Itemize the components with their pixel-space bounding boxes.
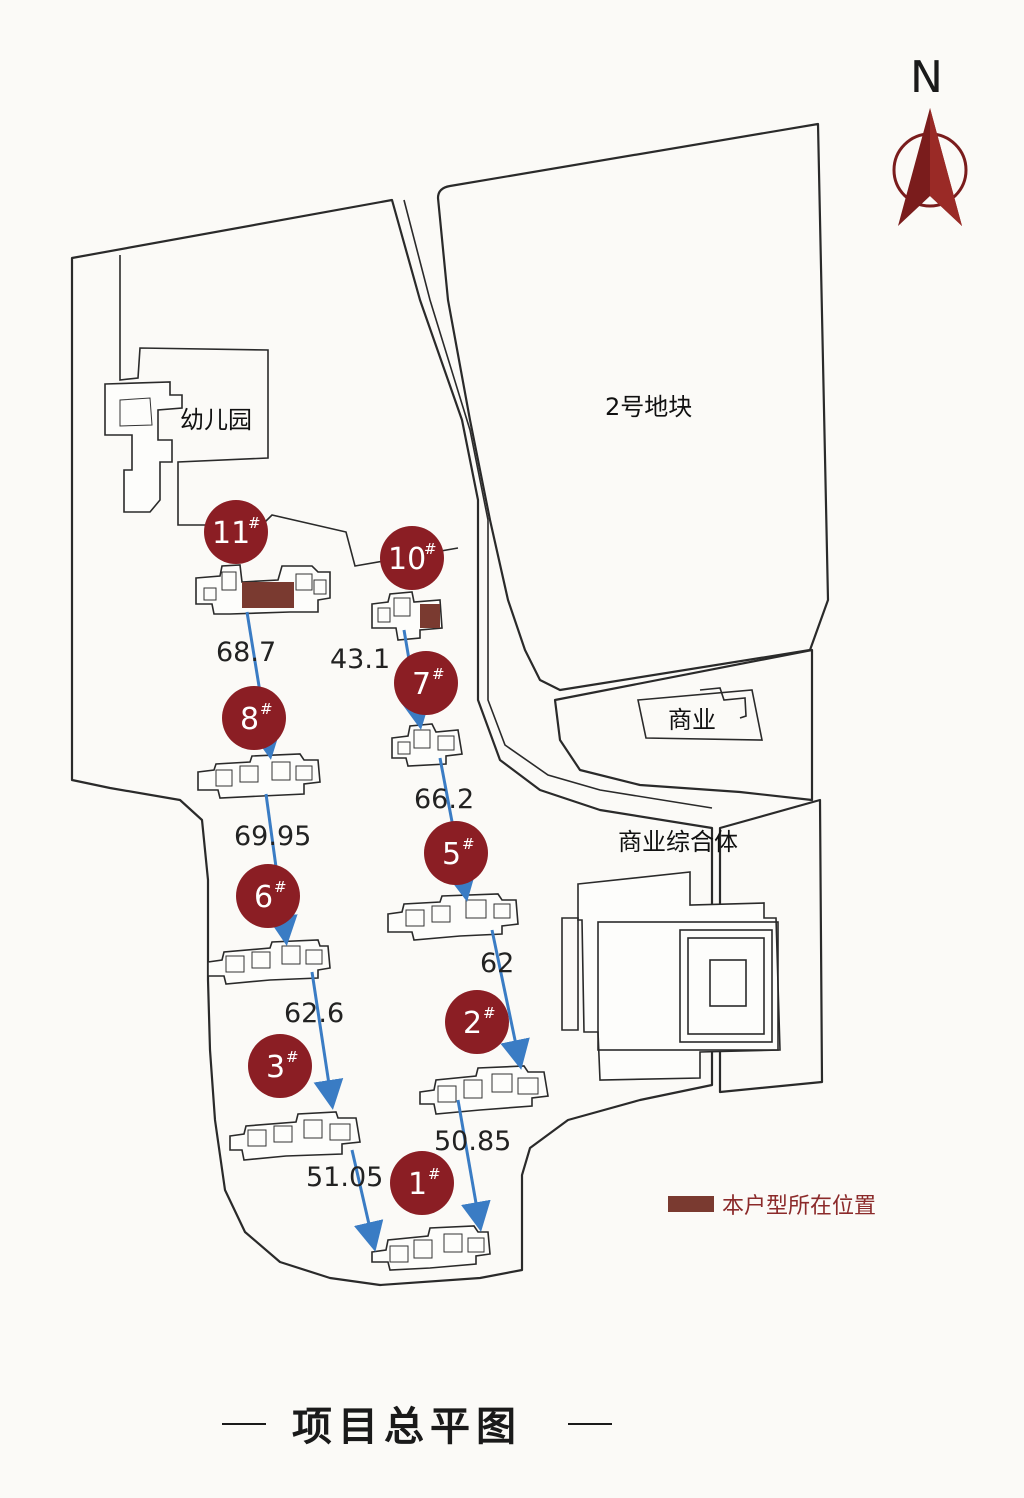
svg-text:#: # — [274, 878, 287, 896]
svg-text:7: 7 — [412, 667, 431, 702]
page-title: 项目总平图 — [292, 1404, 522, 1450]
building-5 — [387, 893, 519, 941]
svg-text:#: # — [260, 700, 273, 718]
svg-text:5: 5 — [442, 837, 461, 872]
svg-text:6: 6 — [254, 880, 273, 915]
building-2 — [419, 1065, 549, 1115]
distance-3-1: 51.05 — [306, 1162, 383, 1193]
legend-swatch — [668, 1196, 714, 1212]
distance-7-5: 66.2 — [414, 784, 474, 815]
building-3 — [229, 1111, 361, 1161]
badge-5: 5 # — [424, 821, 488, 885]
svg-text:#: # — [432, 665, 445, 683]
commercial-parcel: 商业 — [553, 648, 814, 802]
commercial-complex-parcel: 商业综合体 — [561, 798, 824, 1094]
svg-text:#: # — [483, 1004, 496, 1022]
kindergarten-label: 幼儿园 — [180, 406, 252, 434]
commercial-complex-label: 商业综合体 — [618, 828, 738, 856]
arrow-6-3 — [310, 971, 344, 1110]
building-badges: 11 # 10 # 8 # 7 # 6 # 5 # — [204, 500, 509, 1215]
commercial-label: 商业 — [668, 706, 716, 734]
badge-11: 11 # — [204, 500, 268, 564]
distance-11-8: 68.7 — [216, 637, 276, 668]
legend-label: 本户型所在位置 — [722, 1194, 876, 1219]
building-10 — [371, 591, 443, 641]
badge-2: 2 # — [445, 990, 509, 1054]
legend: 本户型所在位置 — [668, 1194, 876, 1219]
distance-labels: 68.7 43.1 69.95 66.2 62.6 62 51.05 50.85 — [216, 637, 514, 1193]
badge-1: 1 # — [390, 1151, 454, 1215]
distance-5-2: 62 — [480, 948, 514, 979]
site-boundary — [70, 198, 714, 1287]
arrow-2-1 — [456, 1099, 491, 1232]
north-compass: N — [892, 52, 968, 226]
plot2-parcel: 2号地块 — [436, 122, 830, 692]
svg-text:10: 10 — [388, 542, 426, 577]
building-11 — [195, 564, 331, 615]
unit-location-marker — [420, 604, 440, 628]
badge-3: 3 # — [248, 1034, 312, 1098]
badge-7: 7 # — [394, 651, 458, 715]
building-7 — [391, 723, 463, 767]
building-8 — [197, 753, 321, 799]
distance-2-1: 50.85 — [434, 1126, 511, 1157]
distance-8-6: 69.95 — [234, 821, 311, 852]
buildings-layer — [195, 564, 549, 1271]
badge-10: 10 # — [380, 526, 444, 590]
svg-text:#: # — [462, 835, 475, 853]
distance-10-7: 43.1 — [330, 644, 390, 675]
badge-8: 8 # — [222, 686, 286, 750]
distance-6-3: 62.6 — [284, 998, 344, 1029]
building-6 — [207, 939, 331, 985]
north-label: N — [910, 52, 943, 103]
svg-text:#: # — [428, 1165, 441, 1183]
badge-6: 6 # — [236, 864, 300, 928]
arrow-3-1 — [350, 1149, 384, 1252]
svg-text:1: 1 — [408, 1167, 427, 1202]
svg-text:2: 2 — [463, 1006, 482, 1041]
unit-location-marker — [242, 582, 294, 608]
svg-text:#: # — [424, 540, 437, 558]
svg-text:#: # — [248, 514, 261, 532]
svg-text:11: 11 — [212, 516, 250, 551]
svg-text:#: # — [286, 1048, 299, 1066]
plot2-label: 2号地块 — [605, 393, 692, 421]
building-1 — [371, 1225, 491, 1271]
caption: 项目总平图 — [222, 1404, 612, 1450]
kindergarten: 幼儿园 — [104, 381, 252, 513]
svg-text:3: 3 — [266, 1050, 285, 1085]
svg-text:8: 8 — [240, 702, 259, 737]
arrow-5-2 — [490, 929, 530, 1070]
